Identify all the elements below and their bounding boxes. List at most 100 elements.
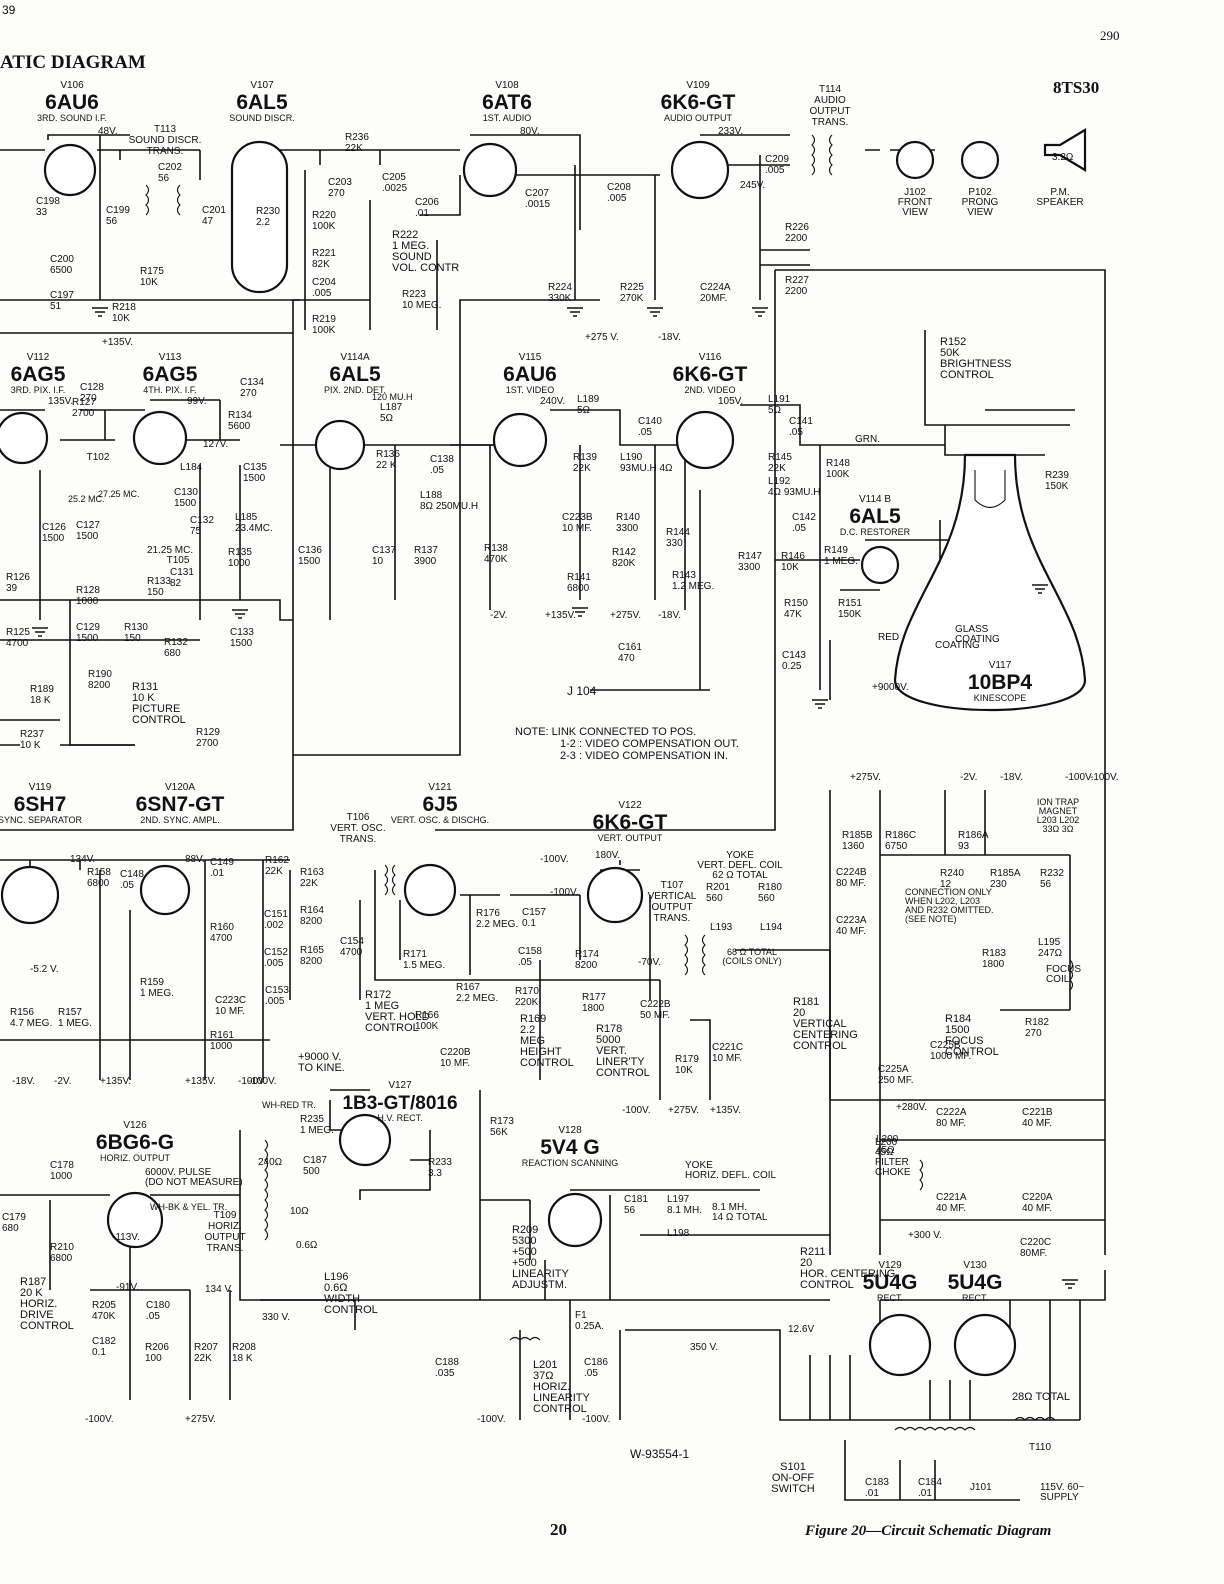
voltage-label: -113V.	[112, 1232, 140, 1243]
transformer-t106-line-2: TRANS.	[340, 834, 377, 845]
tube-v114b-type: 6AL5	[849, 505, 901, 528]
part-l191-ref: L191	[768, 394, 791, 405]
part-r157-ref: R157	[58, 1007, 82, 1018]
part-c130-value: 1500	[174, 498, 197, 509]
part-c208-value: .005	[607, 193, 627, 204]
tube-v109-type: 6K6-GT	[661, 91, 736, 114]
part-c126-ref: C126	[42, 522, 66, 533]
connection-note-line-3: (SEE NOTE)	[905, 914, 957, 924]
part-r149-ref: R149	[824, 545, 848, 556]
part-r179-ref: R179	[675, 1054, 699, 1065]
part-c130-ref: C130	[174, 487, 198, 498]
p102-label-line-0: P102	[968, 187, 992, 198]
tube-v117-function: KINESCOPE	[974, 693, 1027, 703]
tube-v107-function: SOUND DISCR.	[229, 113, 295, 123]
tube-v129-envelope	[868, 1313, 932, 1377]
part-c138-ref: C138	[430, 454, 454, 465]
part-r186a-ref: R186A	[958, 830, 989, 841]
part-r145-ref: R145	[768, 452, 792, 463]
part-c201-ref: C201	[202, 205, 226, 216]
tube-v114b-function: D.C. RESTORER	[840, 527, 911, 537]
part-r142-ref: R142	[612, 547, 636, 558]
voltage-label: -5.2 V.	[30, 964, 59, 975]
transformer-t114-line-0: T114	[819, 84, 841, 95]
part-r218-value: 10K	[112, 313, 130, 324]
part-c187-value: 500	[303, 1166, 320, 1177]
j104-label: J 104	[567, 684, 597, 698]
control-r169-line-1: 2.2	[520, 1024, 535, 1036]
control-r178-line-2: VERT.	[596, 1045, 627, 1057]
part-r221-value: 82K	[312, 259, 330, 270]
part-c221a-value: 40 MF.	[936, 1203, 966, 1214]
tube-v130-ref: V130	[963, 1260, 987, 1271]
diagram-title: ATIC DIAGRAM	[0, 52, 146, 73]
part-c148-value: .05	[120, 880, 134, 891]
part-r133-value: 150	[147, 587, 164, 598]
t109-tap-a-ohms: 10Ω	[290, 1206, 309, 1217]
part-r163-value: 22K	[300, 878, 318, 889]
tube-v128-ref: V128	[558, 1125, 582, 1136]
control-r169-line-0: R169	[520, 1013, 546, 1025]
part-r150-value: 47K	[784, 609, 802, 620]
transformer-t114-line-3: TRANS.	[812, 117, 849, 128]
speaker-ohms-line-0: 3.2Ω	[1052, 152, 1074, 163]
part-c143-value: 0.25	[782, 661, 802, 672]
tube-v116-function: 2ND. VIDEO	[684, 385, 735, 395]
part-r137-value: 3900	[414, 556, 437, 567]
part-r205-ref: R205	[92, 1300, 116, 1311]
part-r186c-value: 6750	[885, 841, 908, 852]
part-c200-ref: C200	[50, 254, 74, 265]
part-r160-value: 4700	[210, 933, 233, 944]
part-r220-value: 100K	[312, 221, 336, 232]
part-c141-value: .05	[789, 427, 803, 438]
part-r141-ref: R141	[567, 572, 591, 583]
part-r138-value: 470K	[484, 554, 508, 565]
tube-v128-type: 5V4 G	[540, 1136, 600, 1159]
part-r127-ref: R127	[72, 397, 96, 408]
tube-v114a-type: 6AL5	[329, 363, 381, 386]
j102-socket	[895, 140, 935, 180]
connection-note-line-0: CONNECTION ONLY	[905, 887, 992, 897]
part-r189-value: 18 K	[30, 695, 51, 706]
control-l201-line-3: LINEARITY	[533, 1392, 591, 1404]
part-c202-value: 56	[158, 173, 170, 184]
tube-v115-type: 6AU6	[503, 363, 557, 386]
part-r147-value: 3300	[738, 562, 761, 573]
control-r187-line-4: CONTROL	[20, 1320, 74, 1332]
part-c184-value: .01	[918, 1488, 932, 1499]
part-c220b-ref: C220B	[440, 1047, 471, 1058]
part-r149-value: 1 MEG.	[824, 556, 858, 567]
part-c207-ref: C207	[525, 188, 549, 199]
part-r171-ref: R171	[403, 949, 427, 960]
t109-secondary-voltage: 330 V.	[262, 1312, 290, 1323]
control-r209-line-2: +500	[512, 1246, 537, 1258]
part-c132-value: 75	[190, 526, 202, 537]
kinescope-red-wire: RED	[878, 632, 899, 643]
part-c129-ref: C129	[76, 622, 100, 633]
control-r222-line-1: 1 MEG.	[392, 240, 429, 252]
part-c158-value: .05	[518, 957, 532, 968]
control-r209-line-5: ADJUSTM.	[512, 1279, 567, 1291]
part-r147-ref: R147	[738, 551, 762, 562]
yoke-vert-label-line-1: VERT. DEFL. COIL	[697, 860, 783, 871]
part-c149-value: .01	[210, 868, 224, 879]
voltage-label: 48V.	[98, 126, 118, 137]
part-r139-value: 22K	[573, 463, 591, 474]
tube-v121-envelope	[403, 863, 457, 917]
annotations: 25.2 MC. 27.25 MC. 21.25 MC. 120 MU.H J …	[68, 392, 1070, 1461]
control-r187-line-1: 20 K	[20, 1287, 43, 1299]
part-r223-ref: R223	[402, 289, 426, 300]
part-c223b-value: 10 MF.	[562, 523, 592, 534]
part-c209-value: .005	[765, 165, 785, 176]
tube-v122-function: VERT. OUTPUT	[598, 833, 663, 843]
part-c225a-ref: C225A	[878, 1064, 909, 1075]
voltage-label: +135V.	[185, 1076, 216, 1087]
tube-v128-function: REACTION SCANNING	[522, 1158, 619, 1168]
ion-trap-label-line-3: 33Ω 3Ω	[1043, 824, 1074, 834]
voltage-label: -2V.	[54, 1076, 71, 1087]
part-c183-value: .01	[865, 1488, 879, 1499]
part-r232-ref: R232	[1040, 868, 1064, 879]
part-r136-ref: R136	[376, 449, 400, 460]
part-c221b-ref: C221B	[1022, 1107, 1053, 1118]
part-c188-ref: C188	[435, 1357, 459, 1368]
